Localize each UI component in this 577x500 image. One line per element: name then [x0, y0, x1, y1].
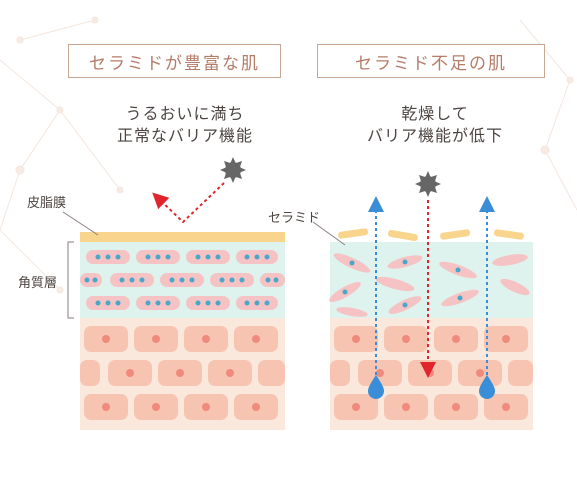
- sparse-ceramide-dots: [342, 259, 463, 308]
- caption-line: うるおいに満ち: [125, 104, 245, 123]
- deflected-irritant-arrow: [152, 182, 225, 224]
- network-background: [0, 16, 577, 294]
- caption-line: 乾燥して: [401, 104, 469, 123]
- healthy-skin-caption: うるおいに満ち 正常なバリア機能: [90, 103, 280, 147]
- dry-skin-caption: 乾燥して バリア機能が低下: [330, 103, 540, 147]
- sebum-film: [80, 232, 285, 242]
- caption-line: バリア機能が低下: [366, 126, 503, 145]
- scattered-corneocytes: [329, 253, 530, 317]
- arrow-down-icon: [420, 362, 436, 378]
- ceramide-dots: [84, 254, 279, 306]
- stratum-corneum-label: 角質層: [18, 276, 58, 291]
- caption-line: 正常なバリア機能: [116, 126, 253, 145]
- stratum-corneum-layer: [330, 242, 533, 318]
- broken-sebum-film: [338, 228, 524, 242]
- dry-skin-panel: [312, 171, 533, 430]
- water-drop-icon: [368, 375, 495, 399]
- healthy-skin-title: セラミドが豊富な肌: [68, 44, 281, 78]
- sebum-membrane-label: 皮脂膜: [27, 196, 67, 211]
- lower-cell-nuclei: [102, 335, 260, 411]
- arrow-up-icon: [368, 196, 495, 212]
- irritant-icon: [415, 171, 441, 197]
- irritant-icon: [220, 157, 246, 183]
- stratum-bracket: [67, 241, 74, 319]
- dry-skin-title: セラミド不足の肌: [317, 44, 545, 78]
- healthy-skin-panel: [62, 157, 285, 430]
- lower-cell-nuclei: [352, 335, 510, 411]
- ceramide-label: セラミド: [268, 211, 321, 226]
